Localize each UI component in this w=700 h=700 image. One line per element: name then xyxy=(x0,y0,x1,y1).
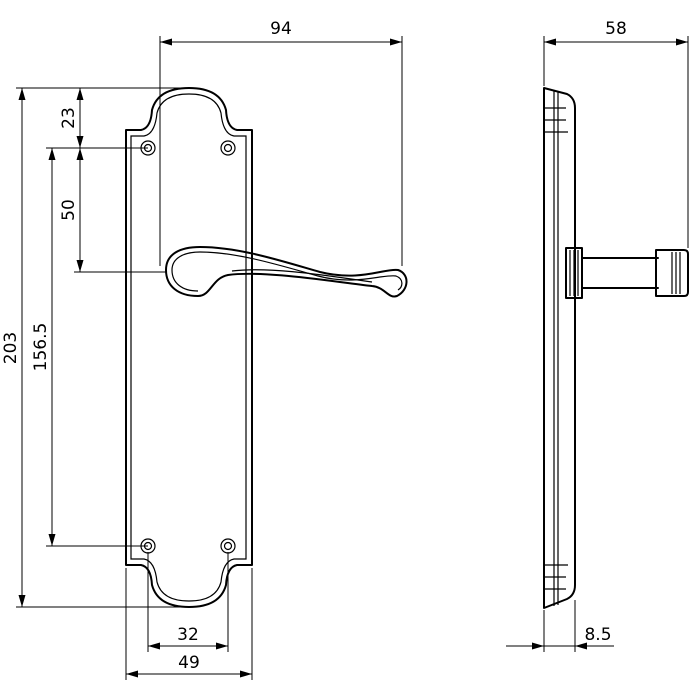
dimension-label-23: 23 xyxy=(59,107,79,129)
dimension-plate-thickness: 8.5 xyxy=(506,600,614,652)
dimension-label-8-5: 8.5 xyxy=(584,625,611,645)
dimension-screw-to-lever: 50 xyxy=(59,148,166,273)
dimension-label-50: 50 xyxy=(59,199,79,221)
dimension-label-94: 94 xyxy=(270,19,292,39)
dimension-screw-centres: 156.5 xyxy=(31,147,148,547)
dimension-label-203: 203 xyxy=(1,332,21,364)
side-lever-end xyxy=(655,249,689,297)
dimension-plate-width: 49 xyxy=(125,568,253,680)
side-lever-shaft xyxy=(581,257,659,289)
dimension-label-156-5: 156.5 xyxy=(31,323,51,372)
backplate-front-view xyxy=(125,87,253,608)
dimension-label-58: 58 xyxy=(605,19,627,39)
dimension-side-depth: 58 xyxy=(543,19,689,248)
screw-hole-bottom-right xyxy=(220,538,236,554)
dimension-label-32: 32 xyxy=(177,625,199,645)
dimension-label-49: 49 xyxy=(178,653,200,673)
side-backplate-outline xyxy=(543,87,576,609)
side-view xyxy=(543,87,689,609)
side-lever-rose xyxy=(565,247,583,299)
lever-handle-front-view xyxy=(165,246,408,298)
lever-outline xyxy=(165,246,408,298)
backplate-inner-edge xyxy=(130,93,247,602)
screw-hole-top-right xyxy=(220,140,236,156)
lever-inner-edge xyxy=(171,251,403,292)
dimension-screw-spacing: 32 xyxy=(147,552,229,652)
lever-scroll-line xyxy=(231,269,373,283)
dimension-top-to-screw: 23 xyxy=(59,88,84,148)
dimension-lever-projection: 94 xyxy=(159,19,403,266)
dimension-plate-height: 203 xyxy=(1,87,189,608)
backplate-outline xyxy=(125,87,253,608)
